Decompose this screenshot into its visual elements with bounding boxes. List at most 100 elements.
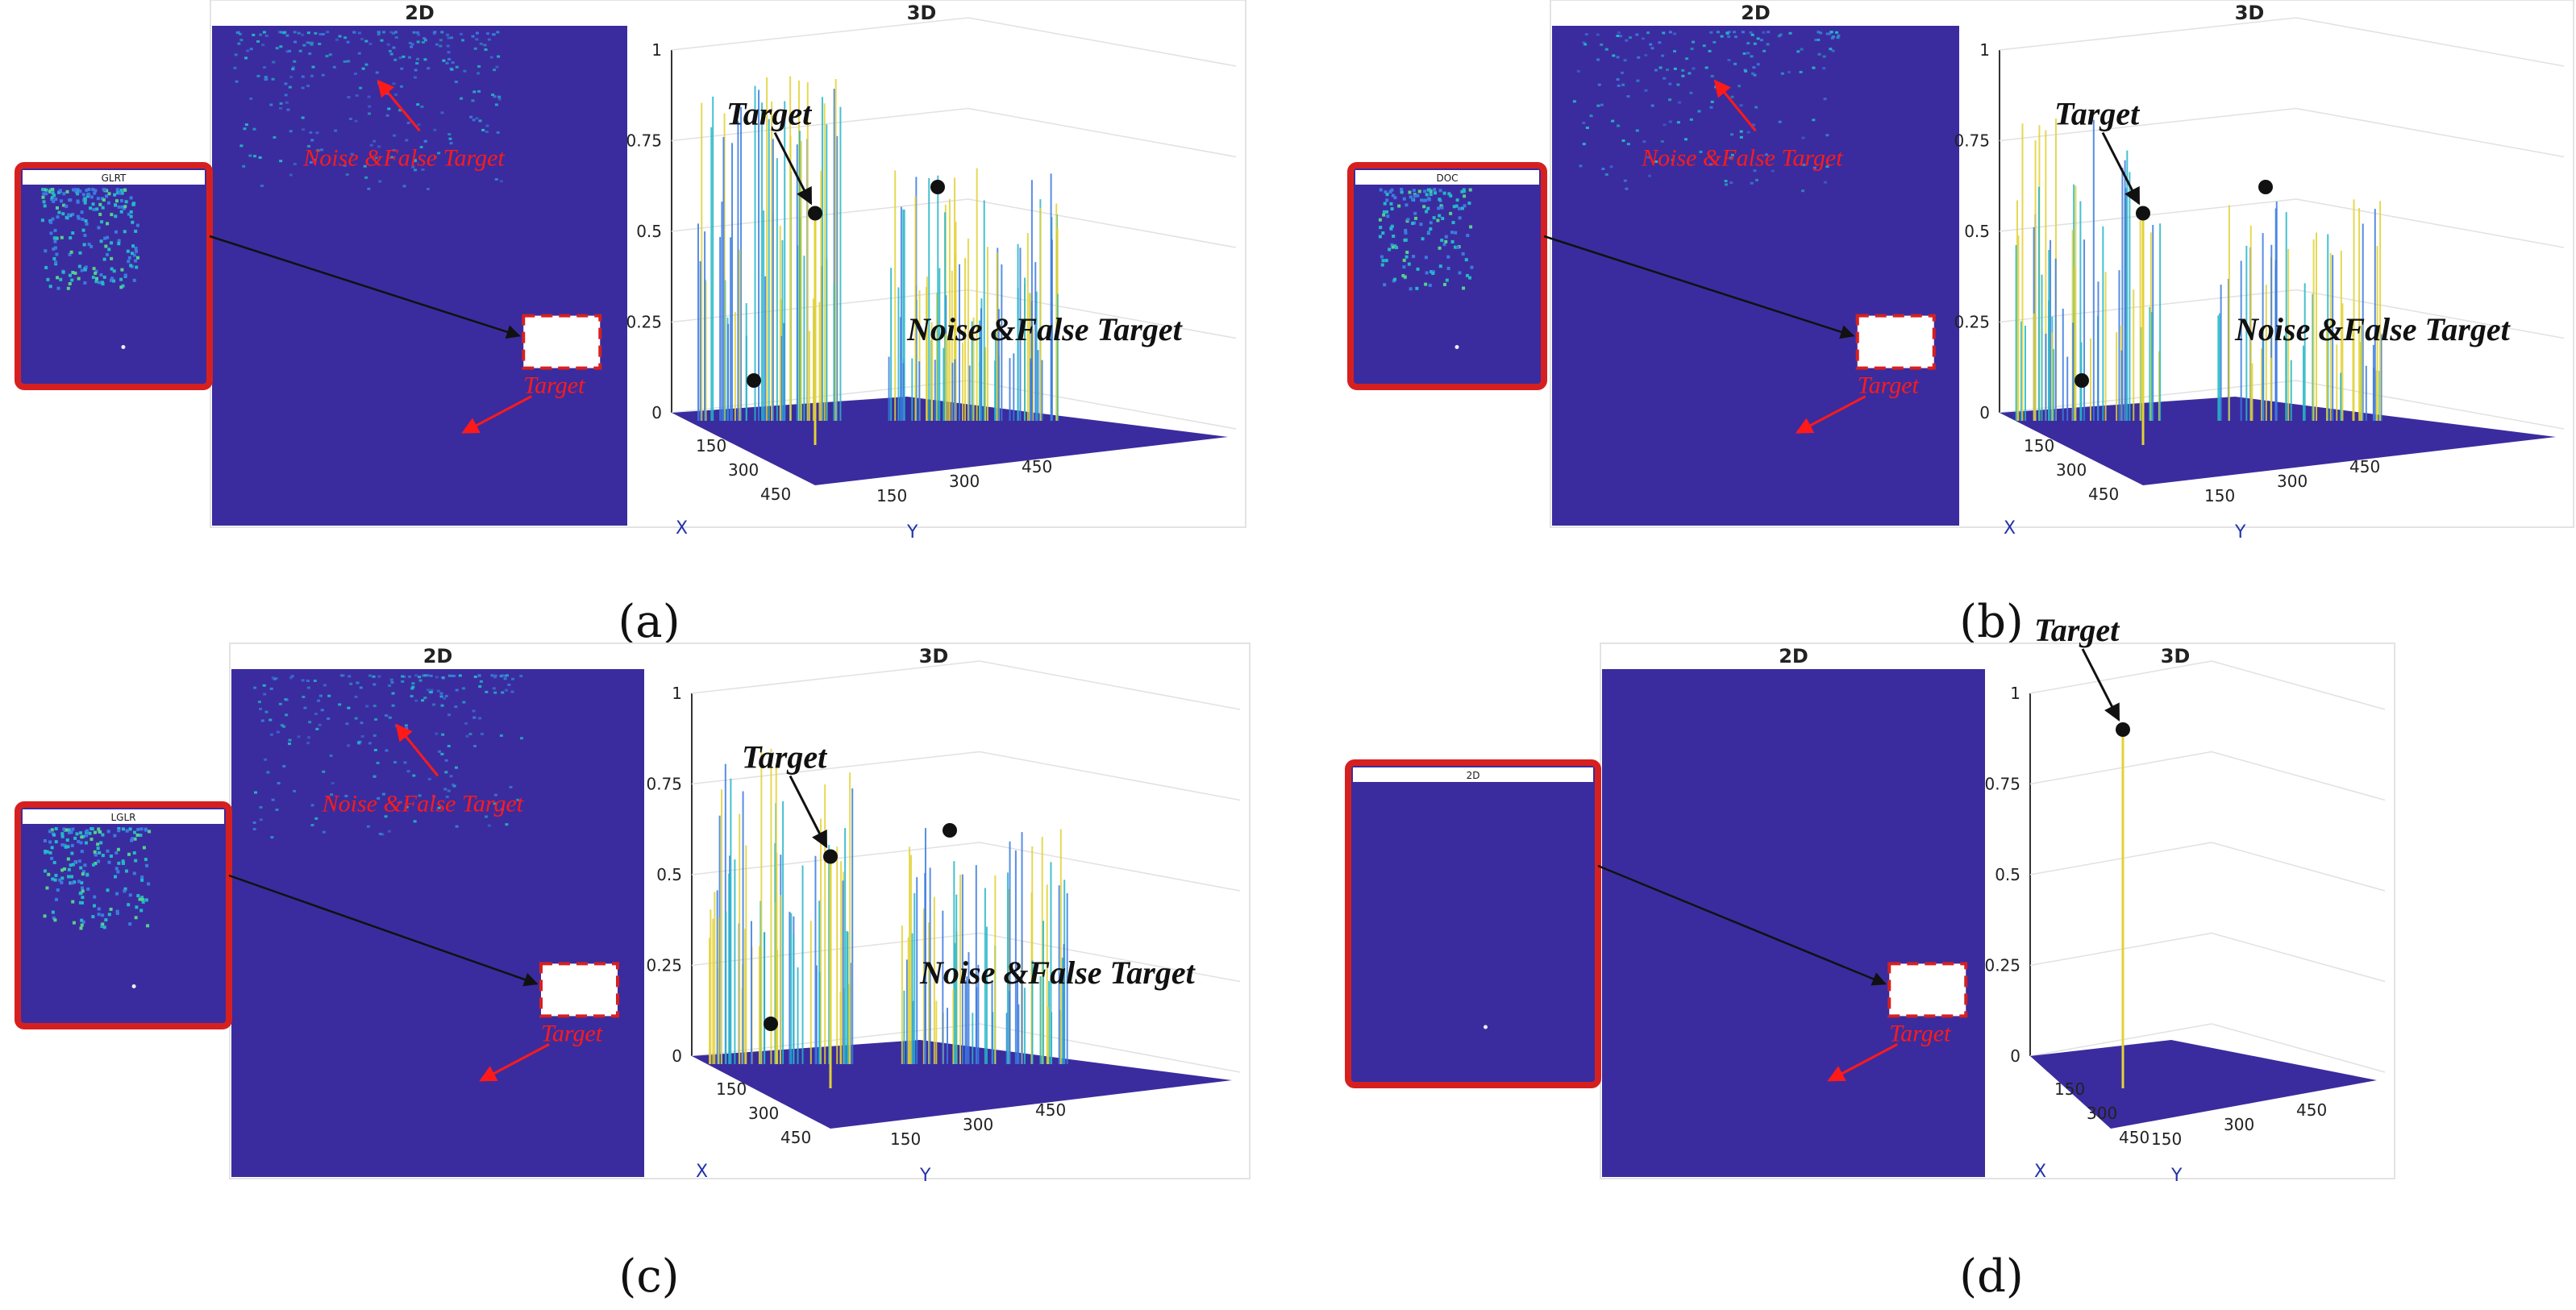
inset-noise xyxy=(1392,234,1396,238)
noise-speckle xyxy=(472,716,476,719)
noise-speckle xyxy=(440,31,444,34)
inset-noise xyxy=(148,830,152,834)
noise-speckle xyxy=(444,771,448,774)
noise-speckle xyxy=(237,42,241,45)
inset-noise xyxy=(114,199,119,203)
noise-speckle xyxy=(402,55,406,58)
noise-speckle xyxy=(1597,83,1601,86)
noise-speckle xyxy=(263,692,267,696)
noise-speckle xyxy=(301,679,305,682)
gridline xyxy=(1999,17,2297,51)
noise-speckle xyxy=(1662,31,1666,35)
noise-speckle xyxy=(367,95,371,98)
inset-noise xyxy=(79,926,83,930)
inset-noise xyxy=(1450,231,1454,235)
inset-noise xyxy=(145,863,149,867)
inset-noise xyxy=(1393,277,1397,281)
inset-noise xyxy=(1404,228,1408,232)
y-tick-label: 300 xyxy=(963,1115,993,1134)
noise-speckle xyxy=(1654,69,1658,72)
inset-noise xyxy=(69,236,73,240)
inset-titlebar xyxy=(1355,170,1539,185)
noise-speckle xyxy=(1752,66,1756,69)
noise-speckle xyxy=(423,674,427,677)
inset-noise xyxy=(1388,247,1392,252)
inset-noise xyxy=(55,897,59,901)
noise-speckle xyxy=(496,31,500,34)
inset-noise xyxy=(1385,210,1389,214)
noise-speckle xyxy=(505,823,509,826)
z-tick-label: 0 xyxy=(651,403,662,422)
noise-speckle xyxy=(1801,189,1805,193)
noise-speckle xyxy=(264,758,268,761)
noise-speckle xyxy=(493,802,497,805)
inset-noise xyxy=(69,881,73,885)
inset-noise xyxy=(1432,216,1436,220)
inset-noise xyxy=(1383,202,1387,206)
noise-speckle xyxy=(1644,89,1648,92)
noise-speckle xyxy=(354,119,358,123)
inset-noise xyxy=(54,260,58,264)
noise-speckle xyxy=(1720,35,1724,38)
inset-noise xyxy=(1454,231,1458,235)
inset-noise xyxy=(1460,189,1464,193)
noise-speckle xyxy=(433,128,437,131)
inset-noise xyxy=(72,921,76,925)
noise-speckle xyxy=(282,31,286,35)
noise-speckle xyxy=(269,733,273,736)
inset-noise xyxy=(134,859,138,863)
inset-noise xyxy=(89,195,94,199)
x-tick-label: 300 xyxy=(2056,460,2087,480)
noise-speckle xyxy=(1689,118,1693,121)
noise-speckle xyxy=(373,748,377,751)
gridline xyxy=(2295,17,2565,67)
gridline xyxy=(979,660,1241,710)
noise-speckle xyxy=(426,674,430,677)
inset-noise xyxy=(55,206,59,210)
noise-speckle xyxy=(1644,53,1648,56)
inset-noise xyxy=(1438,189,1442,193)
noise-speckle xyxy=(443,788,447,791)
inset-noise xyxy=(73,271,77,275)
noise-speckle xyxy=(408,675,412,678)
inset-noise xyxy=(130,838,134,842)
noise-speckle xyxy=(239,144,243,148)
inset-noise xyxy=(127,260,131,264)
inset-noise xyxy=(76,192,80,196)
inset-noise xyxy=(129,196,133,200)
noise-speckle xyxy=(1623,59,1627,62)
z-tick-label: 0 xyxy=(672,1046,682,1066)
noise-speckle xyxy=(284,94,288,97)
inset-noise xyxy=(69,198,73,202)
noise-speckle xyxy=(427,688,431,692)
inset-noise xyxy=(123,887,127,891)
noise-speckle xyxy=(271,676,275,680)
noise-speckle xyxy=(1612,54,1616,57)
z-tick-label: 1 xyxy=(1979,40,1990,60)
gridline xyxy=(1999,107,2297,142)
noise-marker xyxy=(930,180,945,194)
inset-noise xyxy=(110,213,114,217)
inset-noise xyxy=(119,277,123,281)
noise-speckle xyxy=(1688,72,1692,75)
noise-speckle xyxy=(244,123,248,127)
inset-noise xyxy=(112,279,116,283)
inset-noise xyxy=(114,867,119,871)
noise-speckle xyxy=(1724,180,1728,183)
inset-noise xyxy=(114,875,118,879)
noise-speckle xyxy=(416,40,420,44)
noise-speckle xyxy=(392,82,396,85)
title-2d: 2D xyxy=(1741,2,1771,24)
noise-speckle xyxy=(1801,136,1805,139)
noise-speckle xyxy=(1596,33,1600,36)
inset-noise xyxy=(123,188,127,192)
inset-noise xyxy=(80,918,84,922)
arrow-target-2d xyxy=(479,1043,550,1082)
inset-noise xyxy=(67,867,71,871)
inset-noise xyxy=(1380,263,1384,267)
noise-speckle xyxy=(1699,150,1703,153)
z-tick-label: 1 xyxy=(2010,684,2020,703)
noise-speckle xyxy=(309,131,313,134)
noise-speckle xyxy=(445,61,449,64)
inset-noise xyxy=(80,850,84,854)
